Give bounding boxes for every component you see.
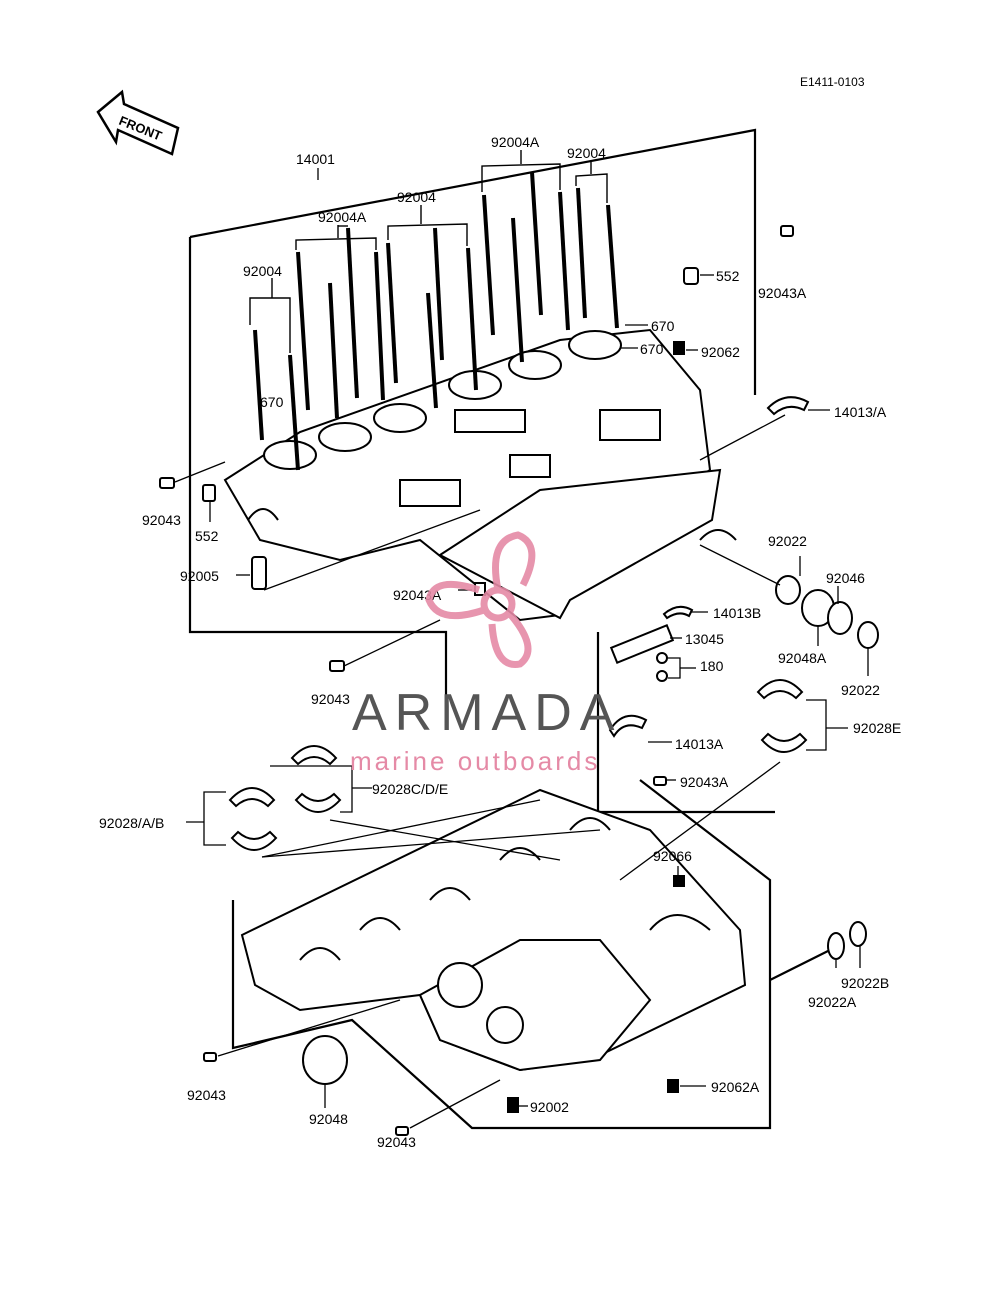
label-180: 180	[700, 658, 724, 674]
label-670-a: 670	[651, 318, 675, 334]
label-92004-top: 92004	[567, 145, 606, 161]
label-92043-low1: 92043	[187, 1087, 226, 1103]
watermark-brand: ARMADA	[352, 684, 622, 742]
bearing-shells	[228, 679, 808, 851]
seal-92022-a	[775, 575, 801, 605]
cylinder-studs	[253, 171, 619, 471]
label-92004-left: 92004	[243, 263, 282, 279]
diagram-code: E1411-0103	[800, 75, 865, 89]
part-labels: 14001 92004A 92004 92004 92004A 92004 55…	[99, 134, 901, 1150]
pin-92043A-top	[780, 225, 794, 237]
label-92004-mid: 92004	[397, 189, 436, 205]
label-92022-b: 92022	[841, 682, 880, 698]
label-92005: 92005	[180, 568, 219, 584]
label-92062A: 92062A	[711, 1079, 760, 1095]
washer-92022A	[827, 932, 845, 960]
label-13045: 13045	[685, 631, 724, 647]
pin-92043A-low	[653, 776, 667, 786]
plug-92062	[673, 341, 685, 355]
label-92028CDE: 92028C/D/E	[372, 781, 448, 797]
bearing-14013B	[662, 605, 694, 620]
lower-crankcase-frame	[231, 779, 831, 1130]
bearing-92048	[302, 1035, 348, 1085]
label-92022A: 92022A	[808, 994, 857, 1010]
seal-92022-b	[857, 621, 879, 649]
bearing-92046	[827, 601, 853, 635]
plate-13045	[609, 624, 675, 664]
plug-92066	[673, 875, 685, 887]
label-552-left: 552	[195, 528, 219, 544]
bearing-14013A-top	[766, 396, 810, 416]
label-92002: 92002	[530, 1099, 569, 1115]
upper-crankcase-body	[223, 328, 737, 622]
pin-92043-mid	[329, 660, 345, 672]
label-552-top: 552	[716, 268, 740, 284]
bolt-92002	[507, 1097, 519, 1113]
label-92043A-low: 92043A	[680, 774, 729, 790]
label-92066: 92066	[653, 848, 692, 864]
label-92046: 92046	[826, 570, 865, 586]
label-14013A-mid: 14013A	[675, 736, 724, 752]
propeller-logo-icon	[425, 531, 536, 668]
label-92043-low2: 92043	[377, 1134, 416, 1150]
label-670-b: 670	[640, 341, 664, 357]
pin-92043-low2	[395, 1126, 409, 1136]
washer-180	[656, 652, 668, 664]
label-92022-a: 92022	[768, 533, 807, 549]
fitting-92005	[251, 556, 267, 590]
label-92028AB: 92028/A/B	[99, 815, 164, 831]
label-92062: 92062	[701, 344, 740, 360]
label-92043-left: 92043	[142, 512, 181, 528]
pin-92043-left	[159, 477, 175, 489]
label-92043-mid: 92043	[311, 691, 350, 707]
dowel-552-left	[202, 484, 216, 502]
label-92004A-top: 92004A	[491, 134, 540, 150]
dowel-552-top	[683, 267, 699, 285]
upper-small-parts	[159, 225, 879, 682]
watermark-tagline: marine outboards	[350, 746, 600, 776]
bolt-180	[656, 670, 668, 682]
label-92048A: 92048A	[778, 650, 827, 666]
label-92022B: 92022B	[841, 975, 889, 991]
label-92028E: 92028E	[853, 720, 901, 736]
label-14013B: 14013B	[713, 605, 761, 621]
label-brackets	[249, 150, 608, 353]
washer-92022B	[849, 921, 867, 947]
label-92004A-mid: 92004A	[318, 209, 367, 225]
label-14013A-top: 14013/A	[834, 404, 887, 420]
lower-small-parts	[203, 776, 867, 1136]
leader-lines	[174, 168, 869, 1129]
front-arrow-icon: FRONT	[96, 89, 180, 156]
plug-92062A	[667, 1079, 679, 1093]
label-92048: 92048	[309, 1111, 348, 1127]
pin-92043-low1	[203, 1052, 217, 1062]
label-92043A-top: 92043A	[758, 285, 807, 301]
label-670-left: 670	[260, 394, 284, 410]
label-14001: 14001	[296, 151, 335, 167]
watermark: ARMADA marine outboards	[350, 531, 622, 776]
